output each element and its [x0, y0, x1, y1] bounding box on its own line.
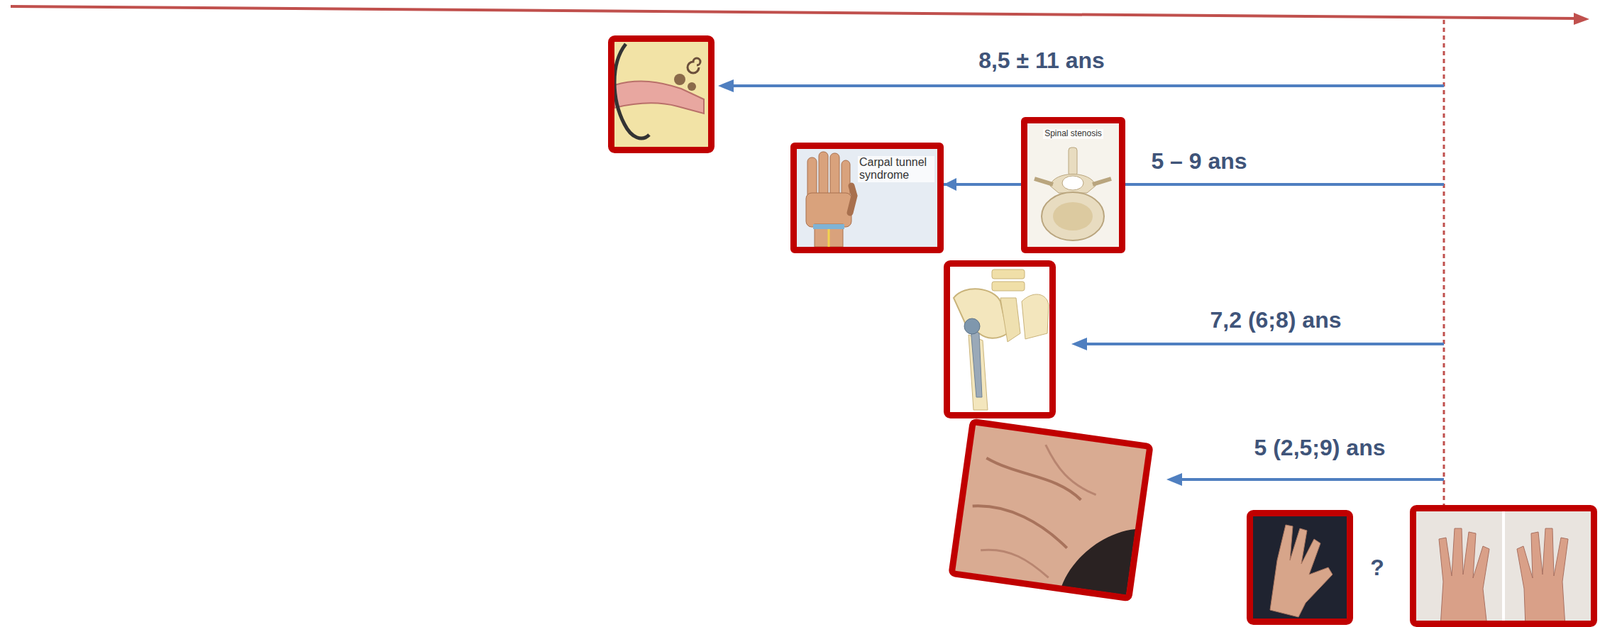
hand-background [1253, 516, 1347, 619]
photo-divider [1502, 511, 1505, 627]
finger [830, 153, 840, 199]
implant-stem [970, 327, 982, 398]
ossicle [674, 73, 686, 86]
picture-frame [1413, 508, 1595, 625]
picture-frame: Carpal tunnel syndrome [790, 142, 944, 254]
vertebral-core [1052, 202, 1093, 231]
arrowhead [1071, 337, 1088, 351]
spinal-canal [1062, 175, 1084, 191]
duration-label: ? [1367, 555, 1387, 581]
vertebral-arch [1050, 174, 1096, 194]
hands-background [1416, 511, 1591, 627]
picture-caption: Carpal tunnel syndrome [857, 156, 935, 183]
skin-background [955, 425, 1148, 596]
ear-background [614, 41, 709, 147]
finger [807, 157, 817, 199]
ear-outline [614, 43, 650, 139]
skin-photo [951, 422, 1151, 599]
skin-fold [1039, 444, 1102, 496]
thumb [850, 185, 855, 213]
hand [1516, 528, 1569, 627]
median-nerve [828, 229, 831, 247]
duration-label: 5 – 9 ans [1148, 149, 1249, 174]
finger [818, 151, 829, 199]
duration-label: 5 (2,5;9) ans [1252, 435, 1388, 461]
cochlea [687, 58, 701, 74]
carpal-background [796, 149, 938, 247]
picture-frame [951, 422, 1151, 599]
vertebra [991, 281, 1025, 291]
picture-frame: Spinal stenosis [1021, 117, 1126, 254]
iliac-wing [953, 288, 1008, 339]
hip-background [950, 266, 1050, 413]
palm [806, 192, 852, 228]
arrowhead [718, 79, 734, 93]
hand [1270, 525, 1333, 618]
implant-head [964, 318, 980, 335]
timeline-axis [10, 6, 1577, 19]
skin-fold [968, 504, 1072, 549]
dark-cloth [1061, 520, 1136, 596]
transverse-process [1092, 178, 1112, 185]
delay-arrow [730, 84, 1444, 88]
ligament [813, 224, 845, 230]
duration-label: 7,2 (6;8) ans [1208, 307, 1344, 333]
picture-frame [947, 263, 1053, 416]
sacrum [1000, 298, 1021, 342]
delay-arrow [1125, 183, 1444, 186]
spinous-process [1068, 147, 1078, 176]
delay-arrow [1084, 342, 1444, 346]
iliac-wing [1021, 294, 1049, 340]
ossicle [687, 82, 697, 91]
ear-canal [614, 81, 704, 114]
hand [1438, 528, 1490, 627]
picture-frame [1250, 513, 1351, 623]
timeline-arrowhead [1573, 12, 1590, 25]
picture-caption: Spinal stenosis [1043, 129, 1104, 140]
diagnosis-line [1443, 19, 1446, 506]
vertebral-body [1041, 192, 1105, 241]
duration-label: 8,5 ± 11 ans [976, 48, 1107, 74]
transverse-process [1034, 178, 1053, 185]
arrowhead [1166, 473, 1183, 487]
delay-arrow [1179, 478, 1444, 482]
vertebra [991, 269, 1025, 279]
delay-connector [943, 183, 1022, 186]
spine-background [1027, 123, 1119, 247]
picture-frame [611, 39, 712, 151]
skin-fold [978, 548, 1052, 579]
